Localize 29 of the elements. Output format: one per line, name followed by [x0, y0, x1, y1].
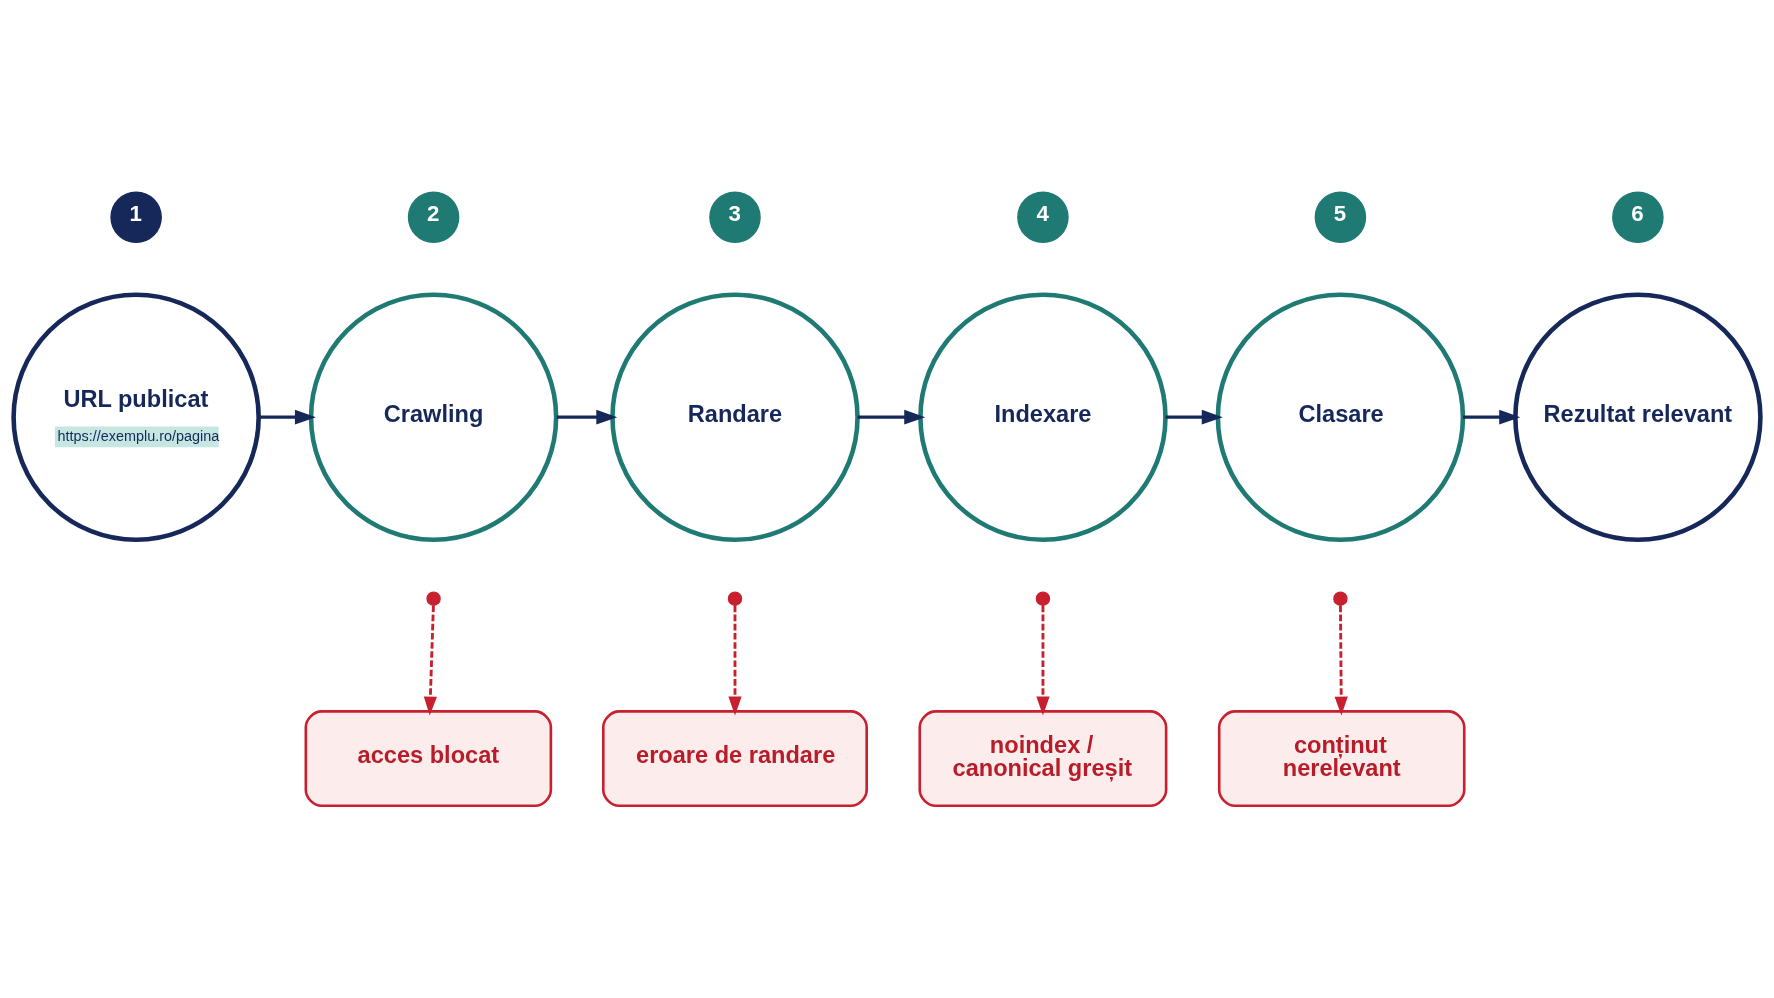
- node-circle: URL publicat https://exemplu.ro/pagina: [11, 292, 261, 543]
- node-circle: 3: [709, 191, 761, 244]
- node-circle: 5: [1314, 191, 1367, 244]
- arrow: [1165, 409, 1223, 425]
- arrow: [423, 605, 437, 716]
- node-circle: [1333, 591, 1348, 606]
- node-circle: 2: [407, 191, 460, 244]
- arrow: [1334, 605, 1348, 716]
- arrow: [857, 409, 926, 425]
- node-circle: [727, 591, 743, 606]
- arrow: [728, 605, 742, 716]
- node-box: eroare de randare: [602, 710, 868, 808]
- node-circle: Rezultat relevant: [1513, 292, 1763, 543]
- node-box: acces blocat: [304, 710, 553, 808]
- arrow: [1463, 409, 1521, 425]
- node-circle: 4: [1017, 191, 1069, 244]
- node-circle: [1035, 591, 1051, 606]
- node-circle: Clasare: [1215, 292, 1466, 543]
- node-circle: 1: [110, 191, 162, 244]
- node-circle: 6: [1612, 191, 1664, 244]
- arrow: [258, 409, 316, 425]
- node-circle: Indexare: [918, 292, 1168, 543]
- node-box: noindex / canonical greșit: [918, 710, 1168, 808]
- arrow: [556, 409, 618, 425]
- arrow: [1036, 605, 1050, 716]
- node-circle: [426, 591, 441, 606]
- node-circle: Crawling: [308, 292, 559, 543]
- node-circle: Randare: [610, 292, 860, 543]
- node-box: conținut nerelevant: [1217, 710, 1466, 808]
